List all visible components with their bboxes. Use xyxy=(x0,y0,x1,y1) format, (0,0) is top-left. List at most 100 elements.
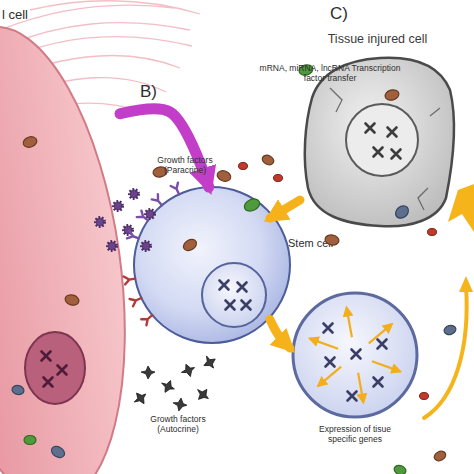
chromosome xyxy=(42,352,67,387)
receptor-red xyxy=(124,275,155,326)
chromosome xyxy=(324,324,387,401)
chromosome xyxy=(42,352,51,361)
exosome-brown xyxy=(22,88,448,462)
exosome-green xyxy=(24,436,36,445)
growth-factor xyxy=(114,202,123,211)
receptor-purple xyxy=(127,183,183,242)
receptor-red xyxy=(130,294,143,306)
growth-factor xyxy=(124,226,133,235)
chromosome xyxy=(392,150,401,159)
chromosome xyxy=(374,148,383,157)
cell-nucleus xyxy=(25,332,85,404)
autocrine-factor xyxy=(141,366,155,379)
panel-letter: C) xyxy=(330,4,348,24)
chromosome xyxy=(324,324,333,333)
autocrine-factor xyxy=(131,353,219,412)
feedback-arrow xyxy=(424,286,467,418)
autocrine-factor xyxy=(193,385,212,404)
exosome-green xyxy=(24,63,407,474)
source-cell: l cell xyxy=(0,0,120,474)
receptor-purple xyxy=(137,211,151,224)
receptor-red xyxy=(124,275,136,285)
injured-cell: Tissue injured cell xyxy=(300,28,455,228)
chromosome xyxy=(352,350,361,359)
injured-cell-outline xyxy=(300,28,455,228)
feedback-arrow-head xyxy=(448,184,474,292)
exosome-brown xyxy=(384,88,400,101)
exosome-brown xyxy=(433,449,448,462)
exosome-brown xyxy=(22,135,39,149)
chromosome xyxy=(326,358,335,367)
exosome-brown xyxy=(324,234,340,246)
cell-nucleus xyxy=(346,104,418,176)
growth-factor xyxy=(96,218,105,227)
chromosome xyxy=(388,128,397,137)
receptor-purple xyxy=(127,231,140,242)
source-cell-outline xyxy=(0,0,120,474)
exosome-brown xyxy=(261,153,276,166)
exosome-red xyxy=(274,175,283,182)
growth-factor xyxy=(130,190,139,199)
gene-expression-nucleus: Expression of tisue specific genes xyxy=(290,292,420,462)
transfer-arrow xyxy=(270,320,290,349)
chromosome xyxy=(226,301,235,310)
receptor-purple xyxy=(171,183,183,196)
damage-crack xyxy=(330,88,440,210)
transfer-arrow xyxy=(270,200,300,218)
exosome-blue xyxy=(11,203,457,460)
receptor-purple xyxy=(152,194,165,208)
growth-factor xyxy=(108,242,117,251)
expression-arrow xyxy=(310,308,400,403)
growth-factor xyxy=(146,210,155,219)
node-text: Stem cell xyxy=(288,237,333,250)
exosome-red xyxy=(420,393,429,400)
chromosome xyxy=(238,283,247,292)
autocrine-factor xyxy=(172,397,188,412)
chromosome xyxy=(58,366,67,375)
exosome-red xyxy=(239,163,437,400)
autocrine-factor xyxy=(179,362,197,379)
node-text: Tissue injured cell xyxy=(300,32,455,46)
chromosome xyxy=(220,281,229,290)
edge-label: Growth factors (Paracrine) xyxy=(148,156,222,176)
stem-cell: Stem cell xyxy=(134,187,270,343)
exosome-brown xyxy=(64,293,80,306)
feedback-arrow-head xyxy=(448,184,474,232)
node-text: Expression of tisue specific genes xyxy=(305,425,405,445)
growth-factor xyxy=(142,242,151,251)
exosome-red xyxy=(239,163,248,170)
expression-arrow xyxy=(347,308,352,338)
exosome-brown xyxy=(181,237,198,253)
expression-arrow xyxy=(372,361,400,371)
exosome-blue xyxy=(393,203,411,220)
exosome-blue xyxy=(443,324,457,336)
exosome-green xyxy=(393,464,407,474)
exosome-green xyxy=(242,197,261,214)
stem-cell-outline xyxy=(134,187,270,343)
exosome-brown xyxy=(216,169,233,183)
exosome-blue xyxy=(11,385,24,396)
transfer-arrow xyxy=(120,109,209,187)
expression-arrow xyxy=(358,373,363,403)
chromosome xyxy=(374,378,383,387)
autocrine-factor xyxy=(159,378,177,396)
annotation: mRNA, miRNA, lncRNA Transcription factor… xyxy=(255,64,405,84)
chromosome xyxy=(378,340,387,349)
nucleus-membrane xyxy=(293,293,417,417)
cell-membrane xyxy=(0,14,152,474)
exosome-red xyxy=(428,229,437,236)
expression-arrow xyxy=(310,339,338,349)
autocrine-factor xyxy=(131,389,150,408)
cell-nucleus xyxy=(202,263,266,327)
chromosome xyxy=(366,124,375,133)
cell-membrane xyxy=(305,58,454,227)
feedback-arrow-head xyxy=(459,276,473,292)
chromosome xyxy=(220,281,251,310)
autocrine-factor xyxy=(200,353,218,372)
chromosome xyxy=(366,124,401,159)
